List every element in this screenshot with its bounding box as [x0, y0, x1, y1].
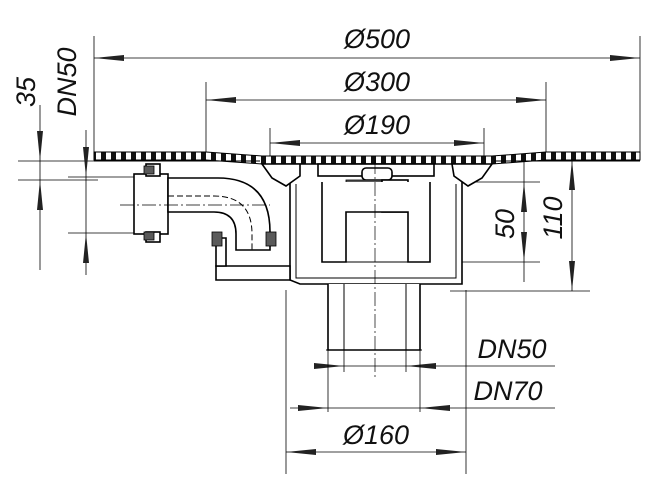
dimension-h110: 110 — [450, 152, 590, 292]
dimension-d160: Ø160 — [285, 290, 467, 474]
label-d500: Ø500 — [343, 24, 410, 54]
dimension-d300: Ø300 — [205, 67, 547, 156]
label-dn70-outlet: DN70 — [473, 376, 542, 406]
dimension-dn50-side: DN50 — [52, 47, 140, 275]
side-outlet — [133, 163, 277, 251]
label-d160: Ø160 — [342, 420, 409, 450]
drain-body — [215, 163, 494, 285]
label-d300: Ø300 — [343, 67, 410, 97]
dimension-d190: Ø190 — [269, 110, 485, 160]
membrane-flange — [93, 151, 641, 165]
label-h50: 50 — [490, 209, 520, 239]
label-d190: Ø190 — [343, 110, 410, 140]
label-h110: 110 — [538, 196, 568, 239]
label-dn50-side: DN50 — [52, 47, 82, 116]
dimension-h35: 35 — [11, 76, 98, 270]
dimension-dn70-outlet: DN70 — [290, 300, 555, 412]
centre-lines — [120, 160, 376, 380]
label-dn50-outlet: DN50 — [477, 334, 546, 364]
dimension-d500: Ø500 — [93, 24, 641, 152]
dimension-h50: 50 — [400, 160, 540, 282]
outlet-pipe — [326, 284, 422, 351]
label-h35: 35 — [11, 76, 41, 107]
